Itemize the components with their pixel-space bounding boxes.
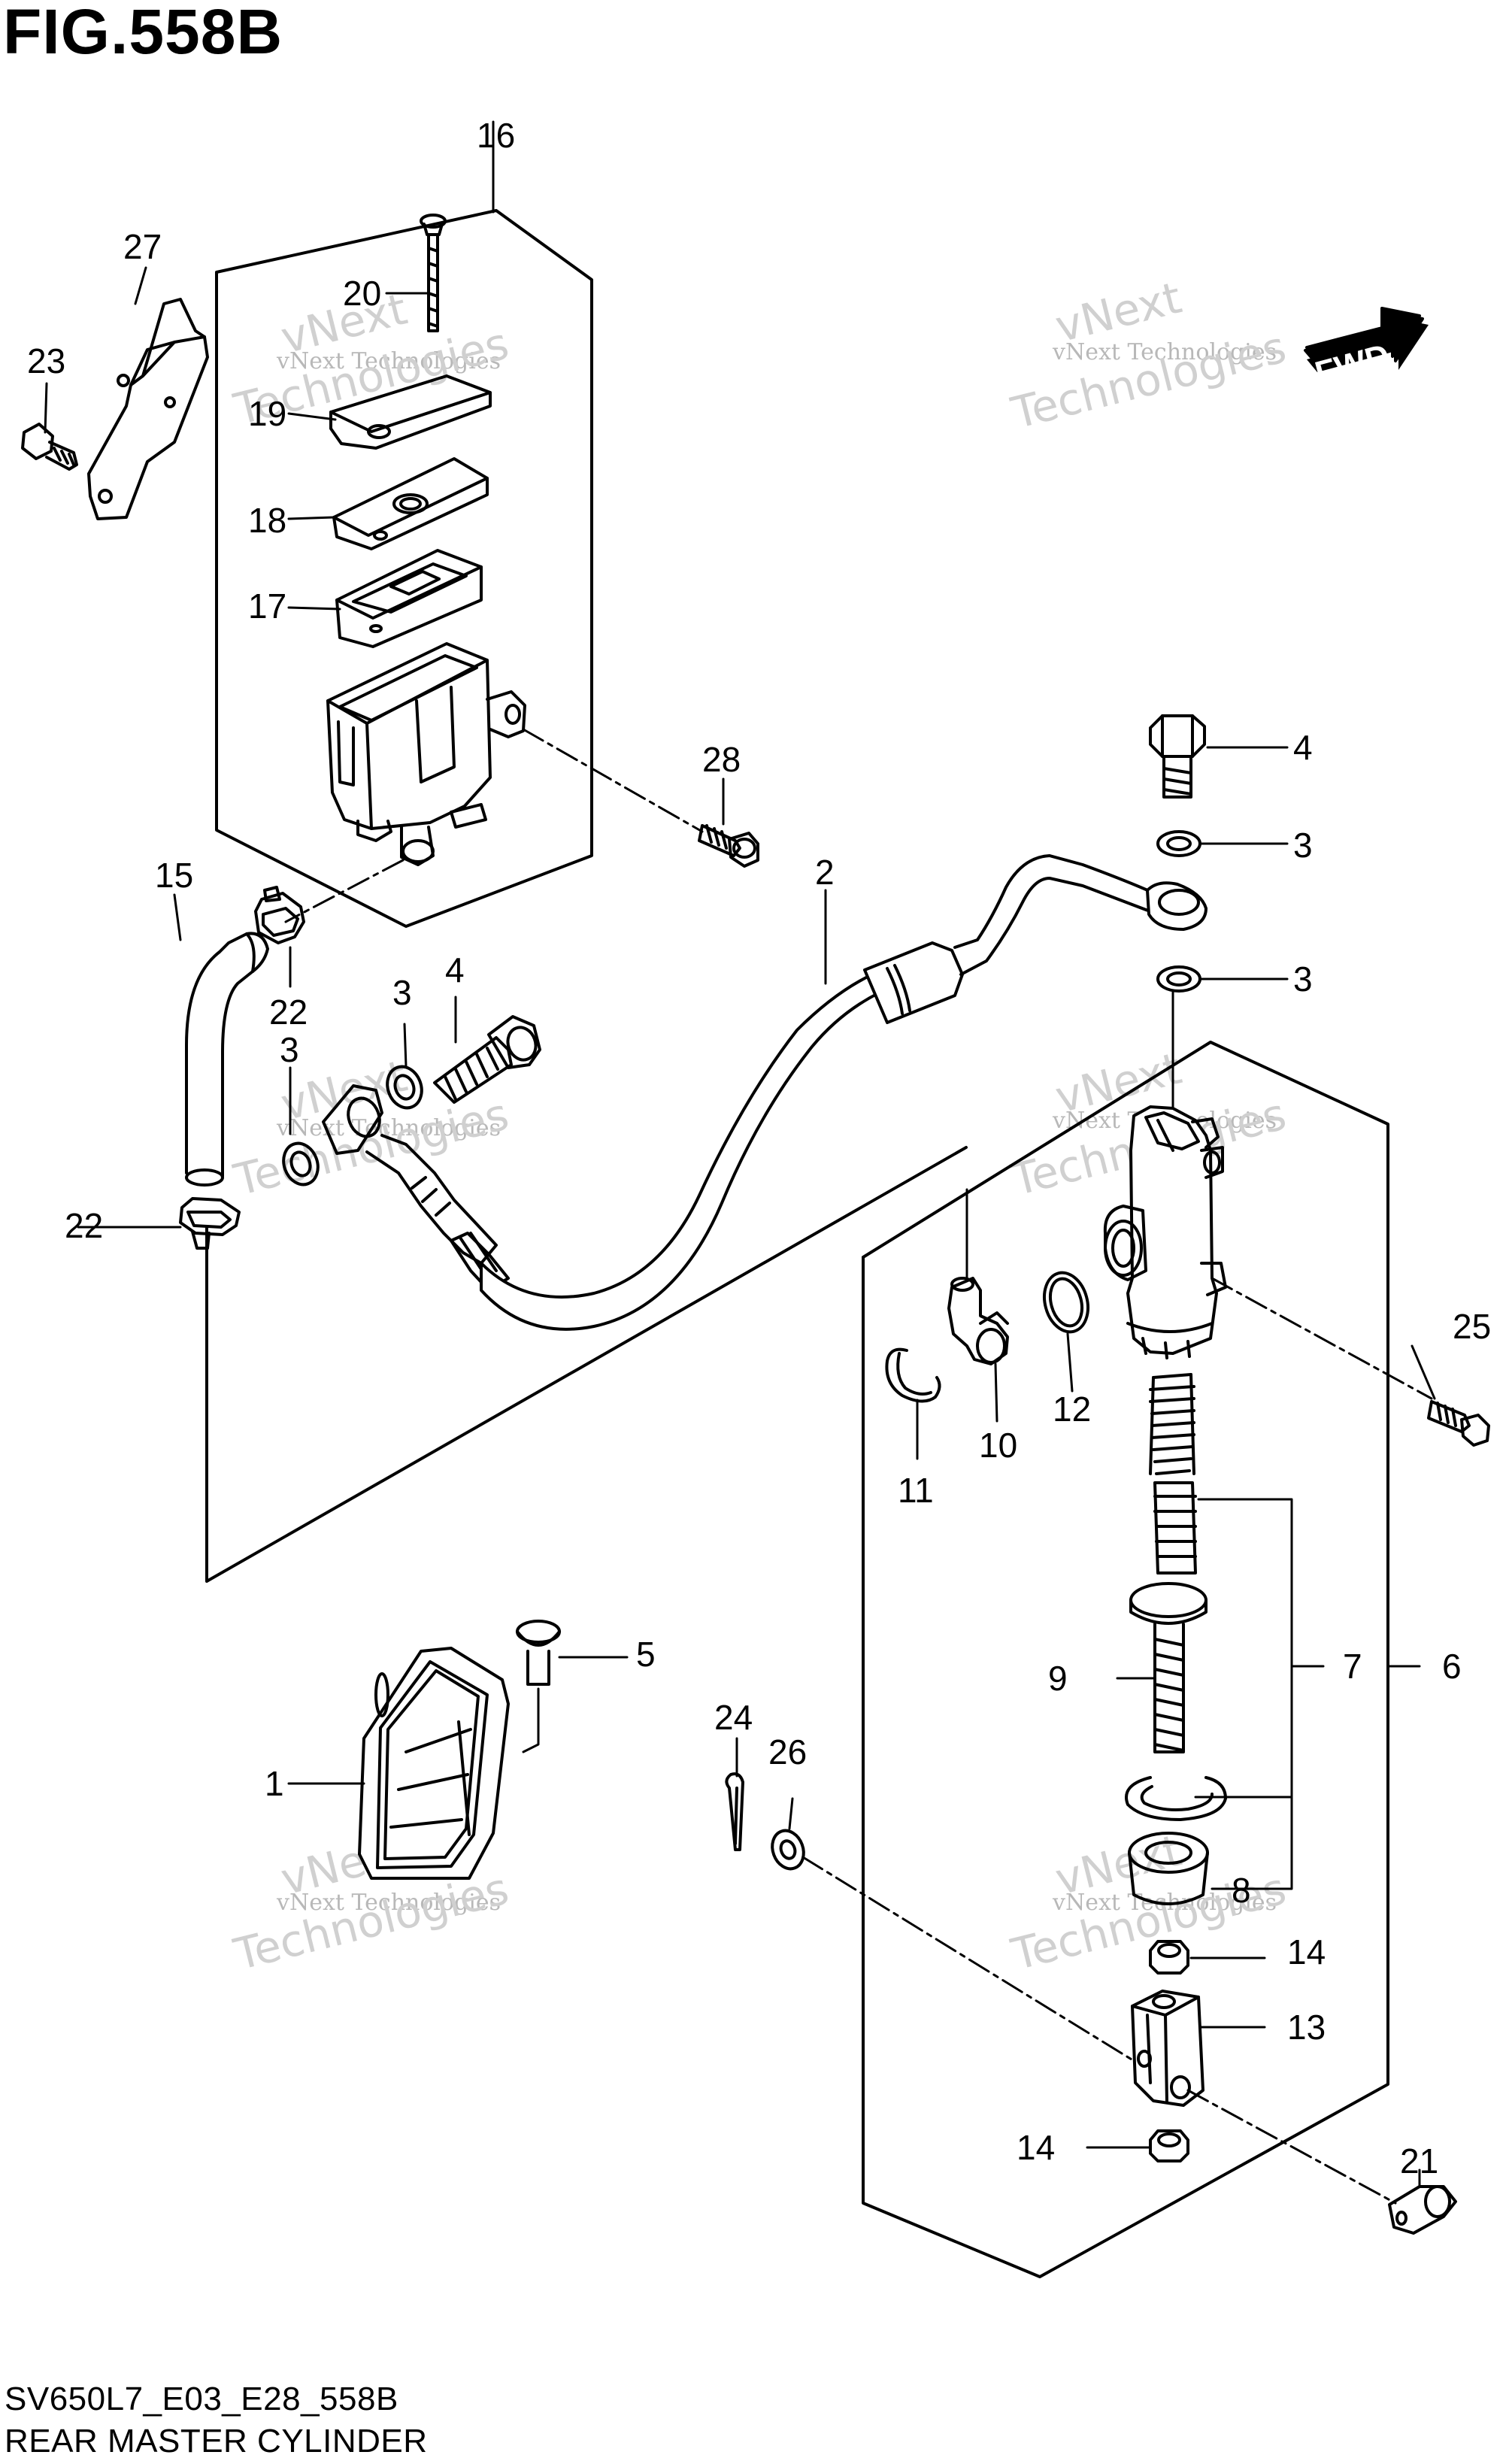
part-24-cotter-pin [725, 1772, 744, 1851]
part-22-lower-clamp [179, 1197, 241, 1250]
part-23-bolt [21, 423, 78, 471]
part-9-push-rod [1129, 1582, 1208, 1753]
part-13-clevis [1131, 1990, 1204, 2107]
part-15-hose [185, 932, 269, 1187]
part-19-cap [329, 374, 492, 450]
callout-1: 1 [265, 1764, 284, 1803]
callout-23: 23 [27, 341, 65, 380]
callout-6: 6 [1442, 1647, 1462, 1686]
callout-28: 28 [702, 740, 741, 779]
callout-21: 21 [1400, 2141, 1438, 2181]
part-4-top-union-bolt [1149, 714, 1206, 799]
callout-3-left-b: 3 [280, 1030, 299, 1069]
fwd-direction-badge: FWD [1304, 307, 1429, 392]
part-4-left-union-bolt [433, 1015, 541, 1104]
callout-10: 10 [979, 1426, 1017, 1465]
diagram-caption: REAR MASTER CYLINDER [5, 2423, 428, 2459]
part-6-master-cylinder [1103, 1105, 1227, 1359]
callout-13: 13 [1287, 2008, 1326, 2047]
part-25-bolt [1427, 1400, 1490, 1447]
part-1-cover [358, 1647, 510, 1880]
callout-5: 5 [636, 1635, 656, 1674]
callout-4-top: 4 [1293, 728, 1313, 767]
part-21-clevis-pin [1388, 2185, 1457, 2235]
callout-7: 7 [1343, 1647, 1362, 1686]
part-26-washer [771, 1829, 805, 1871]
part-8-boot [1128, 1832, 1209, 1905]
part-18-plate [332, 457, 489, 550]
callout-labels: 16 27 20 23 19 18 17 28 15 2 4 3 3 22 3 … [27, 116, 1491, 2181]
callout-8: 8 [1232, 1871, 1251, 1910]
part-17-diaphragm [335, 549, 483, 648]
callout-3-lower: 3 [1293, 959, 1313, 999]
callout-9: 9 [1048, 1659, 1068, 1698]
callout-17: 17 [248, 586, 286, 626]
part-12-o-ring [1043, 1271, 1089, 1334]
part-3-right-washers [1156, 830, 1201, 993]
callout-2: 2 [815, 853, 835, 892]
cylinder-assembly-outline [862, 1041, 1389, 2278]
part-5-screw [516, 1620, 561, 1686]
callout-22-upper: 22 [269, 993, 308, 1032]
callout-25: 25 [1453, 1307, 1491, 1346]
callout-24: 24 [714, 1698, 753, 1737]
part-2-brake-hose [322, 854, 1208, 1331]
callout-16: 16 [477, 116, 515, 155]
callout-11: 11 [898, 1471, 934, 1510]
callout-22-lower: 22 [65, 1206, 103, 1245]
callout-18: 18 [248, 501, 286, 540]
part-14-lower-nut [1149, 2129, 1189, 2162]
part-16-reservoir [326, 642, 526, 866]
part-22-upper-clamp [254, 886, 305, 944]
hose-group-outline [205, 1146, 968, 1583]
part-20-screw [420, 214, 447, 332]
callout-14-lower: 14 [1017, 2128, 1055, 2167]
watermark-text: vNext Technologies [276, 1890, 501, 1916]
reservoir-group-outline [215, 209, 593, 928]
callout-26: 26 [768, 1732, 807, 1771]
watermark-text: vNext Technologies [276, 348, 501, 374]
callout-12: 12 [1053, 1390, 1091, 1429]
part-3-left-washers [282, 1065, 423, 1187]
part-7-circlip [1125, 1776, 1227, 1821]
callout-14-upper: 14 [1287, 1932, 1326, 1972]
part-14-upper-nut [1149, 1940, 1189, 1975]
leader-lines [44, 120, 1436, 2205]
part-27-bracket [87, 298, 209, 520]
figure-title: FIG.558B [3, 0, 283, 67]
callout-3-left-a: 3 [392, 973, 412, 1012]
part-10-elbow-connector [947, 1277, 1009, 1365]
part-7-piston [1153, 1481, 1197, 1574]
part-7-spring [1149, 1373, 1195, 1475]
diagram-code: SV650L7_E03_E28_558B [5, 2381, 398, 2417]
part-28-bolt [698, 824, 759, 868]
callout-4-left: 4 [445, 950, 465, 990]
callout-20: 20 [343, 274, 381, 313]
callout-15: 15 [155, 856, 193, 895]
watermark-text: vNext Technologies [1052, 339, 1277, 365]
callout-27: 27 [123, 227, 162, 266]
callout-19: 19 [248, 394, 286, 433]
part-11-circlip [885, 1347, 941, 1403]
callout-3-upper: 3 [1293, 826, 1313, 865]
